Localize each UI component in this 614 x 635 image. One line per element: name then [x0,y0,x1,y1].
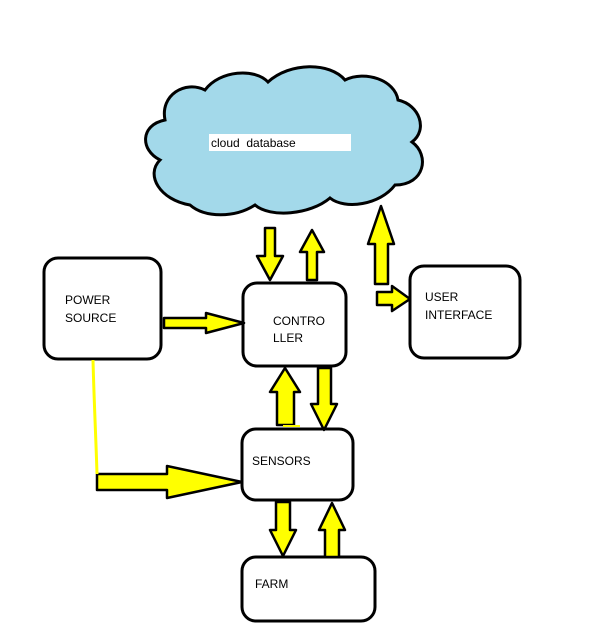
farm-label: FARM [255,577,288,591]
controller-label-2: LLER [273,331,303,345]
arrow-sensors-to-farm [268,500,298,558]
user-interface-label-2: INTERFACE [425,308,492,322]
node-sensors: SENSORS [240,427,355,502]
arrows [95,204,412,559]
node-farm: FARM [240,555,377,623]
node-user-interface: USER INTERFACE [408,264,522,360]
user-interface-box [408,264,522,360]
power-connector-line [91,359,99,475]
power-source-label-1: POWER [65,293,111,307]
farm-box [240,555,377,623]
arrow-farm-to-sensors [317,501,347,559]
arrow-power-to-controller [162,311,246,335]
sensors-box [240,427,355,502]
arrow-controller-to-cloud [298,228,326,282]
arrow-controller-to-sensors [309,366,339,432]
node-controller: CONTRO LLER [241,281,348,368]
node-power-source: POWER SOURCE [42,256,163,361]
arrow-sensors-to-controller [268,366,302,427]
user-interface-label-1: USER [425,290,459,304]
controller-label-1: CONTRO [273,314,325,328]
sensors-label: SENSORS [252,454,311,468]
cloud-label-bg [209,134,351,151]
power-source-label-2: SOURCE [65,311,116,325]
cloud-database: cloud database [144,65,424,217]
cloud-label: cloud database [211,136,296,150]
arrow-to-user-interface [375,284,412,313]
arrow-power-to-sensors [95,464,244,500]
arrow-cloud-to-controller [255,226,285,282]
arrow-ui-to-cloud [366,204,396,286]
power-source-box [42,256,163,361]
